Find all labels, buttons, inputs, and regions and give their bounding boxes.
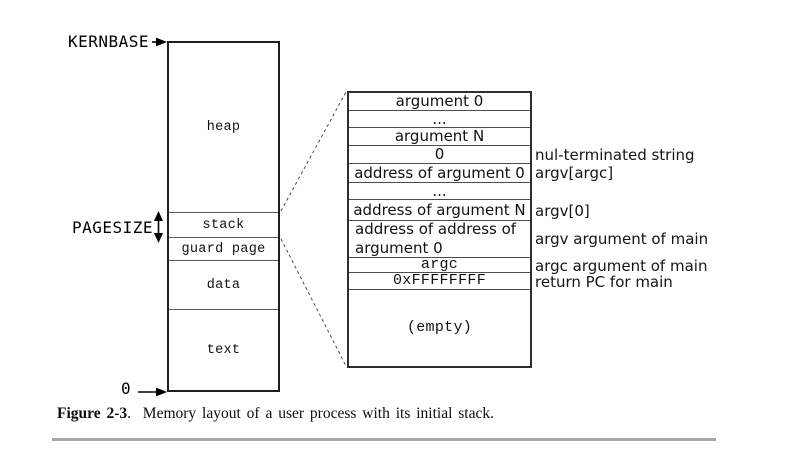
stack-row: (empty) <box>406 318 473 336</box>
zero-arrow-icon <box>138 387 167 397</box>
dashed-connector-bottom <box>280 238 347 367</box>
stack-detail-box: argument 0 ... argument N 0 address of a… <box>347 91 532 368</box>
pagesize-label: PAGESIZE <box>72 218 154 237</box>
memory-section-heap: heap <box>169 43 278 213</box>
stack-row: argument N <box>349 128 530 146</box>
annotation-nul-terminated-string: nul-terminated string <box>535 146 695 164</box>
memory-section-label: heap <box>206 120 241 135</box>
memory-section-guard-page: guard page <box>169 238 278 261</box>
stack-row: argc <box>349 256 530 273</box>
memory-section-data: data <box>169 261 278 310</box>
memory-section-label: stack <box>202 217 245 233</box>
annotation-argc-argument: argc argument of main <box>535 257 708 275</box>
figure-caption: Figure 2-3. Memory layout of a user proc… <box>57 405 617 423</box>
stack-row: address of argument N <box>349 200 530 221</box>
figure-caption-label: Figure 2-3 <box>57 405 128 422</box>
dashed-connector-top <box>280 91 347 212</box>
stack-row: address of argument 0 <box>349 164 530 183</box>
memory-section-stack: stack <box>169 213 278 238</box>
stack-row: ... <box>349 183 530 200</box>
kernbase-label: KERNBASE <box>68 32 150 51</box>
pagesize-double-arrow-icon <box>154 211 163 243</box>
divider-rule <box>52 438 716 441</box>
zero-address-label: 0 <box>121 379 132 398</box>
stack-row: argument 0 <box>349 93 530 111</box>
memory-map-box: heap stack guard page data text <box>167 41 280 392</box>
annotation-argv-argument: argv argument of main <box>535 230 709 248</box>
memory-section-label: text <box>206 342 241 358</box>
annotation-return-pc: return PC for main <box>535 273 673 291</box>
memory-section-label: guard page <box>181 241 266 257</box>
annotation-argv-0: argv[0] <box>535 202 590 220</box>
figure-caption-text: . Memory layout of a user process with i… <box>127 405 494 422</box>
memory-section-label: data <box>206 277 241 293</box>
annotation-argv-argc: argv[argc] <box>535 164 614 182</box>
stack-row: address of address of argument 0 <box>349 220 530 258</box>
stack-row: 0xFFFFFFFF <box>349 272 530 290</box>
kernbase-arrow-icon <box>152 37 167 47</box>
stack-row: 0 <box>349 146 530 164</box>
stack-row: ... <box>349 111 530 128</box>
memory-section-text: text <box>169 310 278 390</box>
